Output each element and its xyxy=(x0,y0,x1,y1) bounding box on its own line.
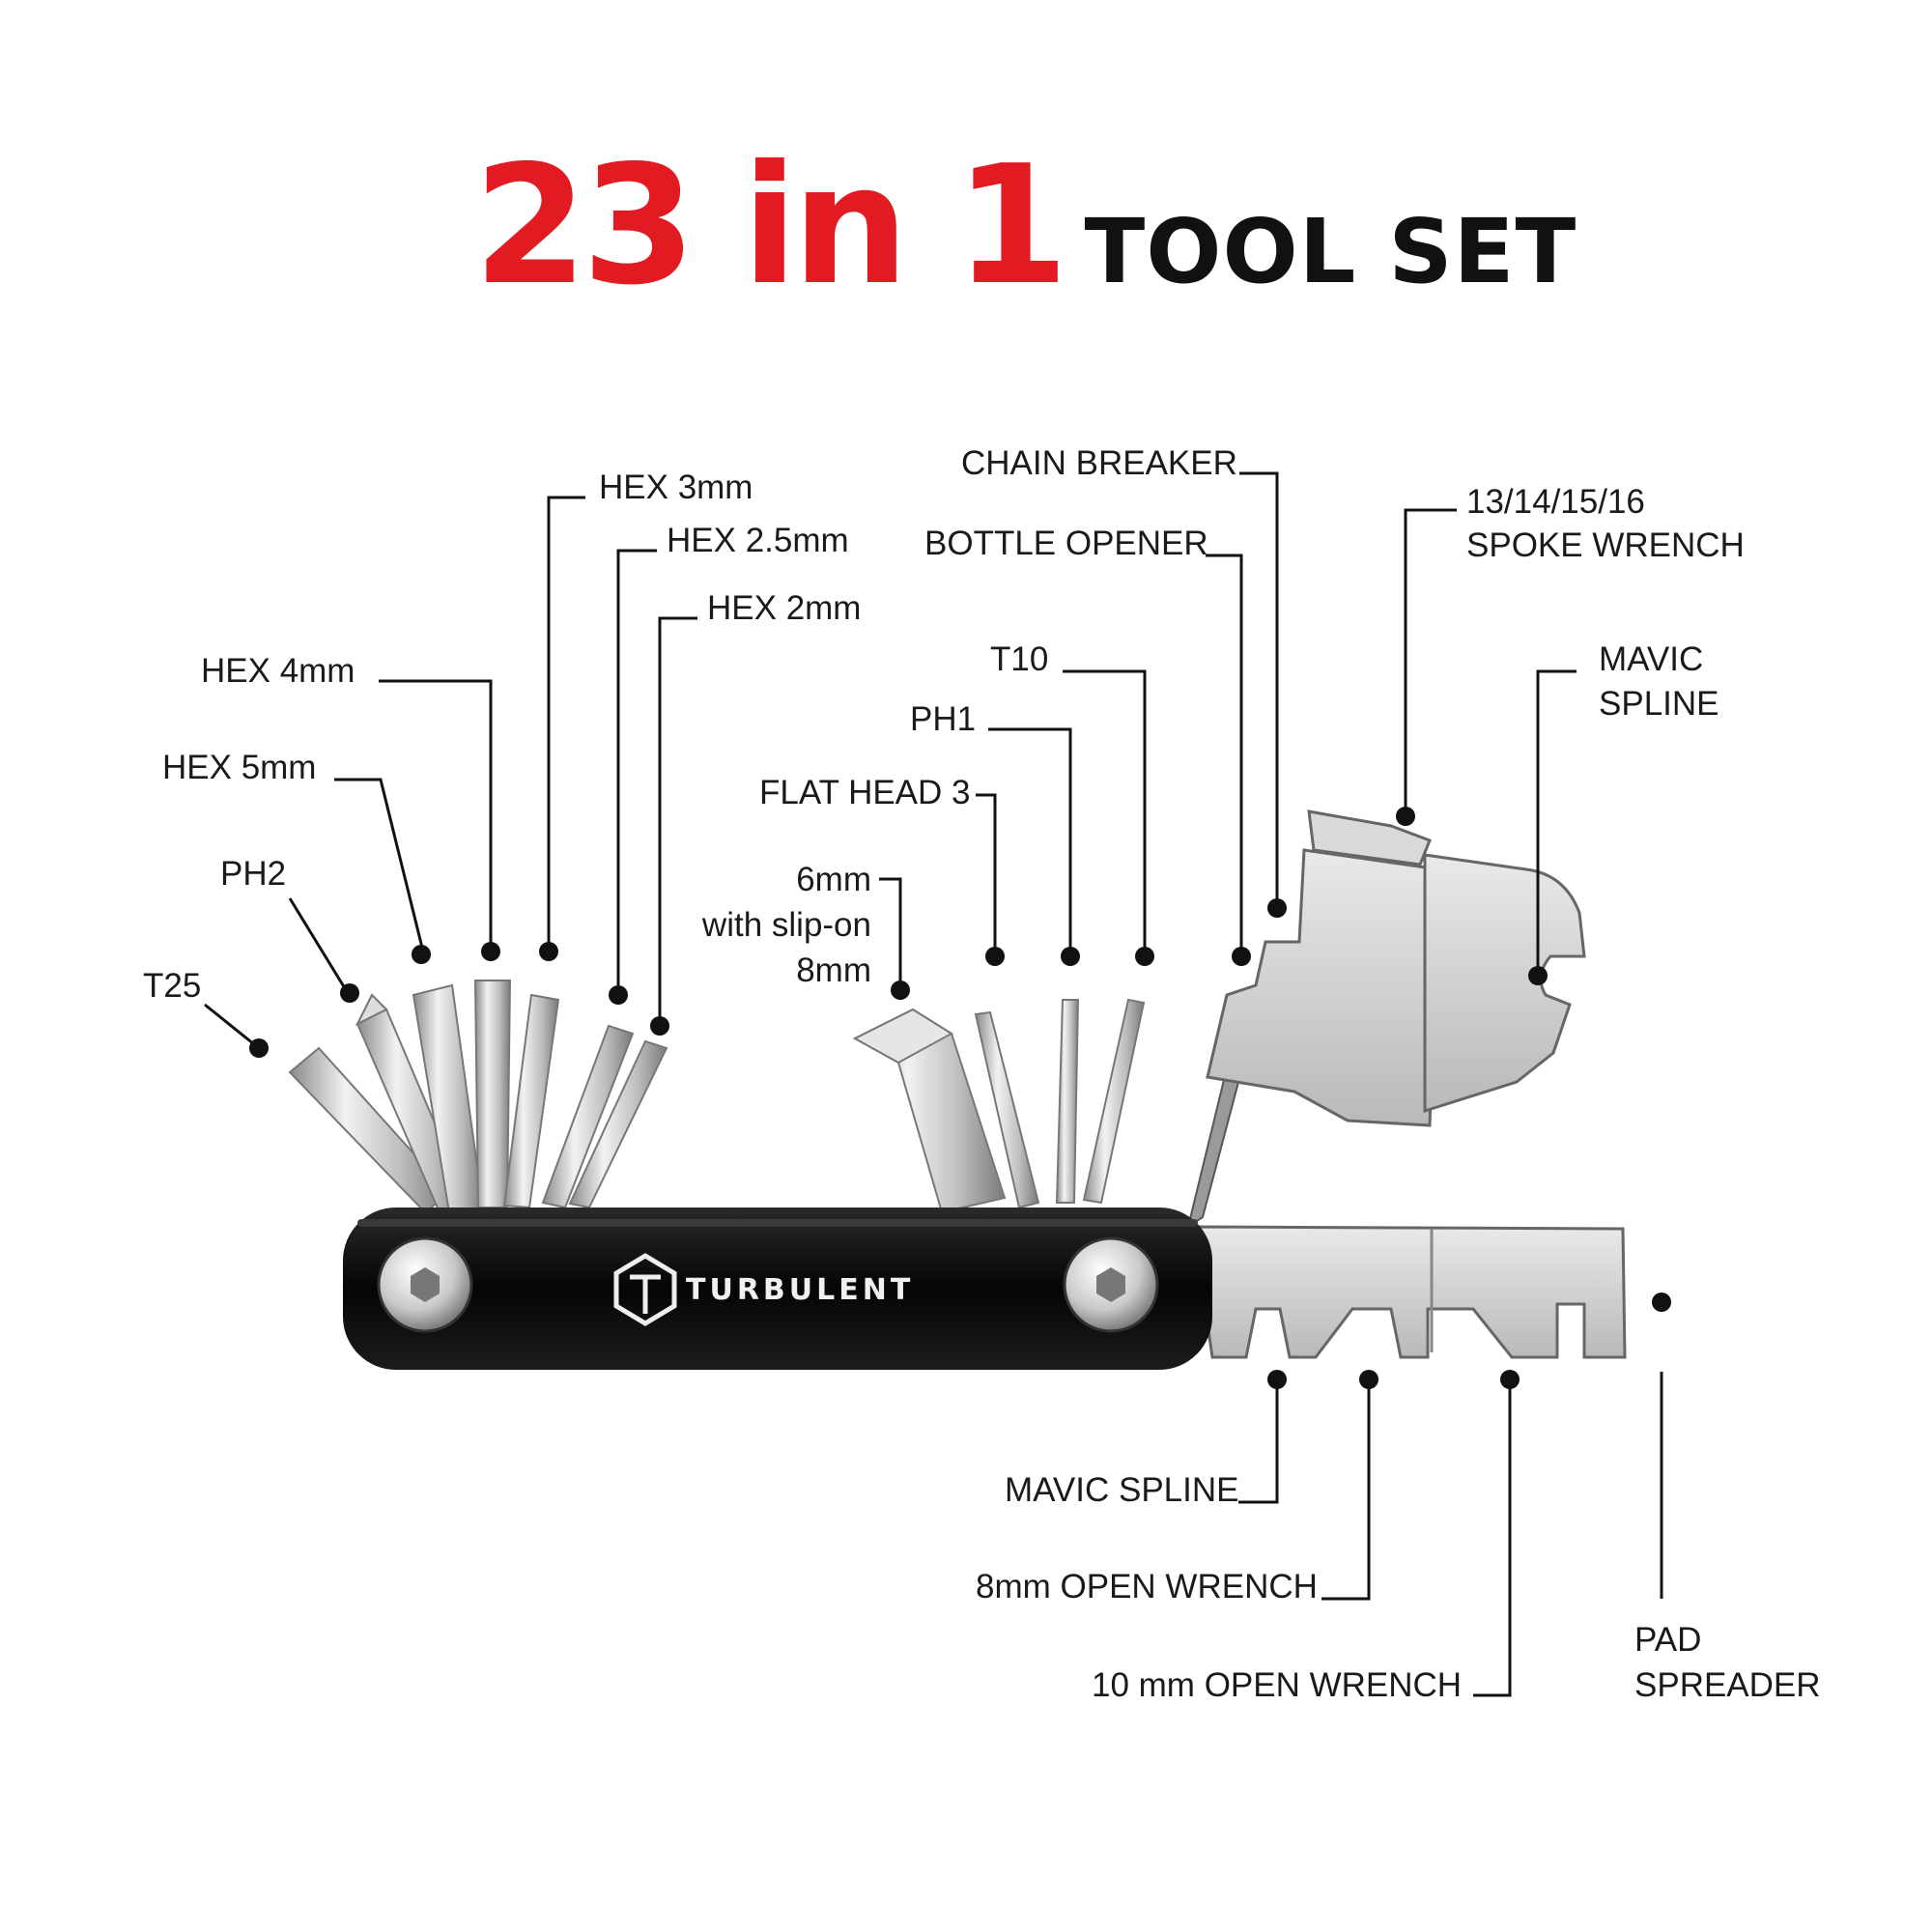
label-socket-line3: 8mm xyxy=(796,952,871,989)
label-8mm-open-wrench: 8mm OPEN WRENCH xyxy=(976,1568,1318,1605)
label-flat-head-3: FLAT HEAD 3 xyxy=(759,774,971,811)
dot-wrench8 xyxy=(1359,1370,1378,1389)
label-hex-5mm: HEX 5mm xyxy=(162,749,317,786)
bit-flat-head-3 xyxy=(974,1010,1040,1209)
dot-spoke xyxy=(1396,807,1415,826)
bit-ph1 xyxy=(1055,999,1080,1204)
label-hex-3mm: HEX 3mm xyxy=(599,469,753,506)
dot-pad xyxy=(1652,1293,1671,1312)
dot-bottle xyxy=(1232,947,1251,966)
label-mavic-spline-top-line1: MAVIC xyxy=(1599,640,1704,678)
dot-ph2 xyxy=(340,983,359,1003)
dot-hex25 xyxy=(609,985,628,1005)
label-socket-line2: with slip-on xyxy=(701,906,871,944)
dot-hex2 xyxy=(650,1016,669,1036)
title-number: 23 in 1 xyxy=(473,130,1069,322)
dot-t25 xyxy=(249,1038,269,1058)
dot-mavic-bottom xyxy=(1267,1370,1287,1389)
chain-breaker xyxy=(1186,810,1441,1230)
bit-socket-6-8mm xyxy=(852,1008,1007,1214)
title-text: TOOL SET xyxy=(1084,200,1577,303)
dot-socket xyxy=(891,980,910,1000)
dot-hex5 xyxy=(412,945,431,964)
bit-hex-4mm xyxy=(473,980,512,1208)
label-spoke-wrench-line1: 13/14/15/16 xyxy=(1466,483,1645,521)
label-mavic-spline-bottom: MAVIC SPLINE xyxy=(1005,1471,1239,1509)
label-t10: T10 xyxy=(990,640,1049,678)
label-socket-line1: 6mm xyxy=(796,861,871,898)
label-spoke-wrench-line2: SPOKE WRENCH xyxy=(1466,526,1745,564)
label-hex-2-5mm: HEX 2.5mm xyxy=(667,522,849,559)
dot-wrench10 xyxy=(1500,1370,1520,1389)
bit-hex-3mm xyxy=(502,993,560,1209)
tool-body: TURBULENT xyxy=(343,1208,1212,1370)
leader-dots xyxy=(249,807,1671,1389)
label-pad-spreader-line1: PAD xyxy=(1634,1621,1702,1659)
dot-t10 xyxy=(1135,947,1154,966)
dot-hex3 xyxy=(539,942,558,961)
label-chain-breaker: CHAIN BREAKER xyxy=(961,444,1237,482)
label-bottle-opener: BOTTLE OPENER xyxy=(924,525,1208,562)
label-10mm-open-wrench: 10 mm OPEN WRENCH xyxy=(1092,1666,1463,1704)
dot-flathead xyxy=(985,947,1005,966)
dot-hex4 xyxy=(481,942,500,961)
bit-t10 xyxy=(1082,998,1146,1205)
label-mavic-spline-top-line2: SPLINE xyxy=(1599,685,1719,723)
spoke-wrench-plate xyxy=(1423,853,1586,1114)
label-pad-spreader-line2: SPREADER xyxy=(1634,1666,1821,1704)
wrench-plate xyxy=(1196,1225,1627,1359)
label-ph1: PH1 xyxy=(910,700,977,738)
label-hex-2mm: HEX 2mm xyxy=(707,589,862,627)
label-t25: T25 xyxy=(143,967,202,1005)
label-hex-4mm: HEX 4mm xyxy=(201,652,355,690)
leader-lines xyxy=(204,471,1663,1697)
dot-mavic-top xyxy=(1528,966,1548,985)
dot-chain xyxy=(1267,898,1287,918)
dot-ph1 xyxy=(1061,947,1080,966)
label-ph2: PH2 xyxy=(220,855,287,893)
brand-name: TURBULENT xyxy=(686,1273,914,1307)
turbulent-logo-icon xyxy=(613,1253,677,1326)
